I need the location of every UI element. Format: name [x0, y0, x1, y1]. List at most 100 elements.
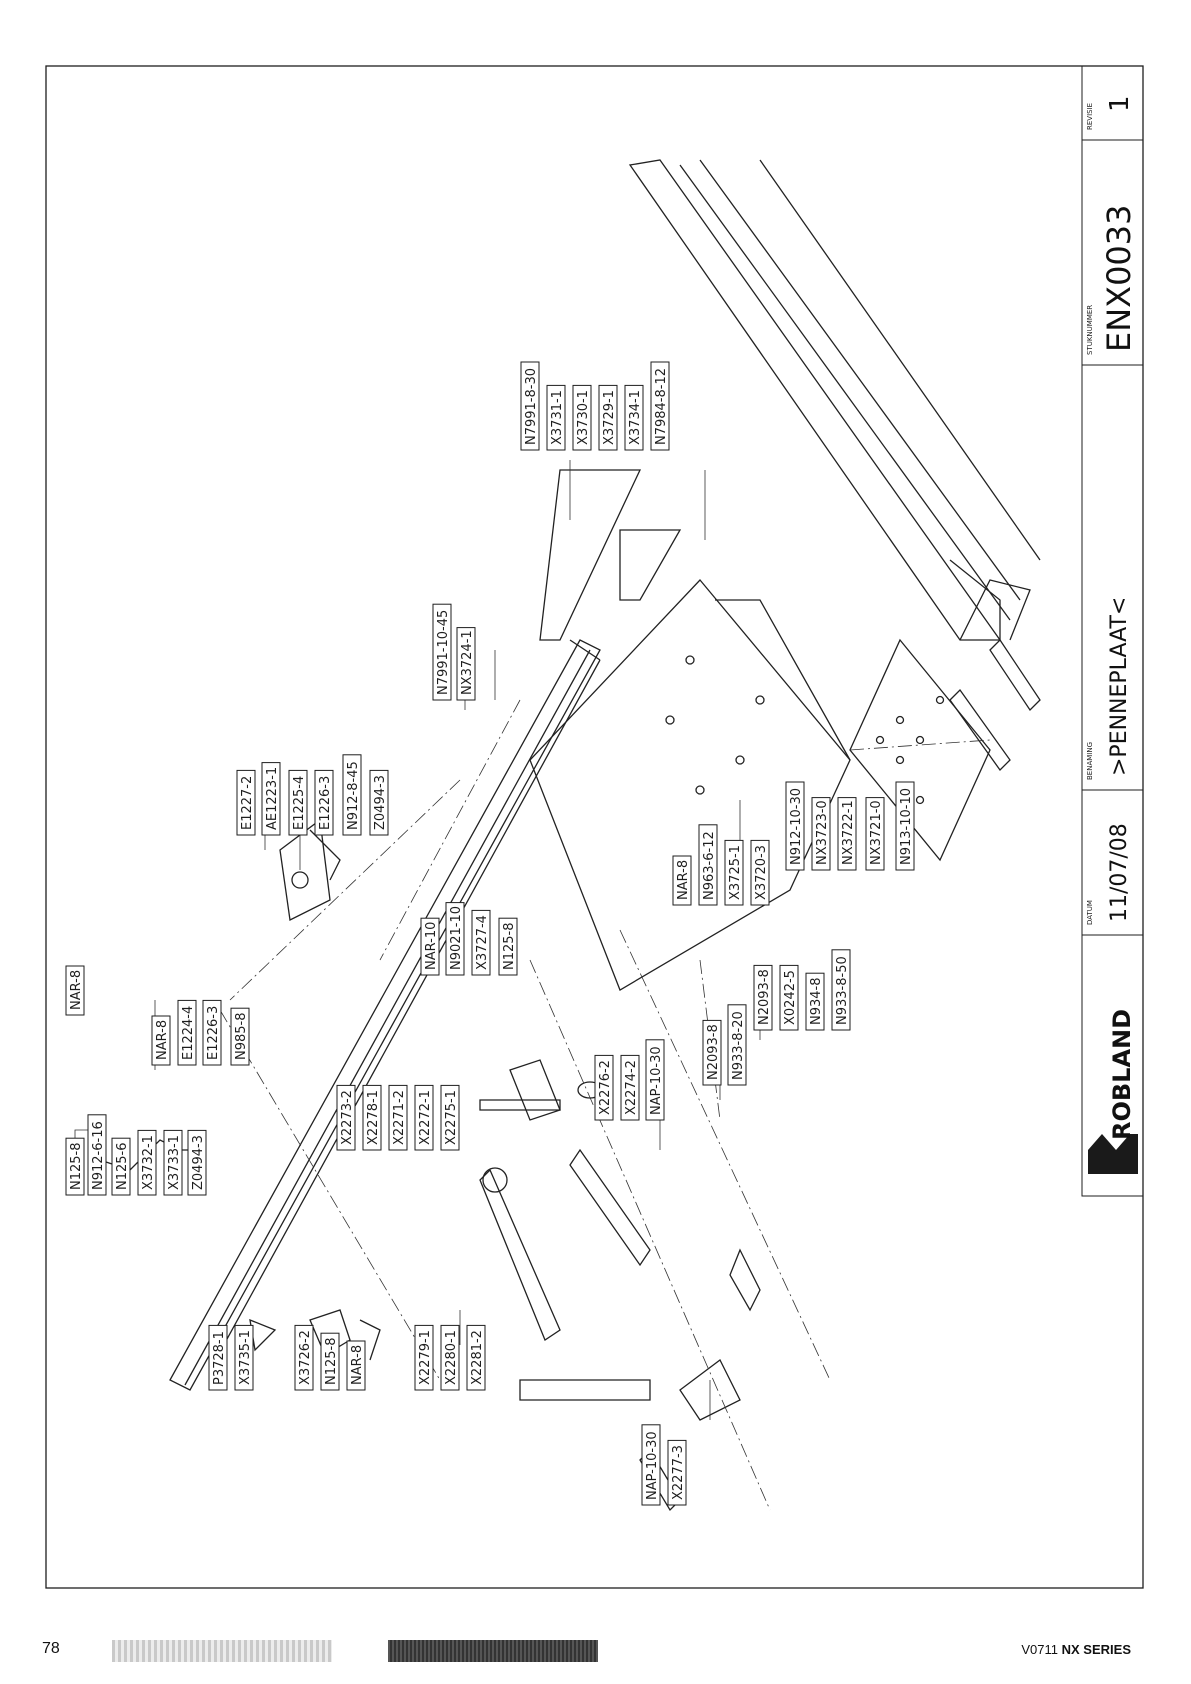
- svg-text:N125-8: N125-8: [69, 1143, 84, 1191]
- svg-text:X2272-1: X2272-1: [418, 1090, 433, 1145]
- svg-text:NAP-10-30: NAP-10-30: [649, 1046, 664, 1115]
- svg-text:AE1223-1: AE1223-1: [265, 767, 280, 830]
- part-label-17: N7991-10-45: [432, 603, 452, 701]
- svg-text:N913-10-10: N913-10-10: [899, 788, 914, 865]
- svg-text:NAR-10: NAR-10: [424, 922, 439, 970]
- svg-text:X3725-1: X3725-1: [728, 845, 743, 900]
- part-label-35: NX3722-1: [837, 797, 857, 871]
- svg-text:P3728-1: P3728-1: [212, 1331, 227, 1385]
- svg-text:X3729-1: X3729-1: [602, 390, 617, 445]
- page-number: 78: [42, 1640, 60, 1657]
- svg-text:N2093-8: N2093-8: [757, 969, 772, 1025]
- part-label-58: X2280-1: [440, 1324, 460, 1391]
- part-label-13: E1225-4: [288, 769, 308, 836]
- part-label-47: X2272-1: [414, 1084, 434, 1151]
- svg-text:X3734-1: X3734-1: [628, 390, 643, 445]
- svg-text:X3730-1: X3730-1: [576, 390, 591, 445]
- part-label-37: N913-10-10: [895, 781, 915, 871]
- exploded-parts-diagram: REVISIE 1 STUKNUMMER ENX0033 BENAMING >P…: [45, 65, 1144, 1589]
- part-label-51: NAP-10-30: [645, 1039, 665, 1121]
- long-extrusion: [169, 639, 601, 1391]
- part-label-50: X2274-2: [620, 1054, 640, 1121]
- part-label-0: NAR-8: [65, 965, 85, 1016]
- part-label-32: X3720-3: [750, 839, 770, 906]
- centerline-2: [379, 699, 521, 961]
- part-label-19: N7991-8-30: [520, 361, 540, 451]
- page-footer: 78 V0711 NX SERIES: [0, 1640, 1191, 1680]
- part-label-16: Z0494-3: [369, 769, 389, 836]
- svg-text:X3732-1: X3732-1: [141, 1135, 156, 1190]
- part-label-33: N912-10-30: [785, 781, 805, 871]
- svg-text:NAR-8: NAR-8: [155, 1020, 170, 1060]
- part-label-14: E1226-3: [314, 769, 334, 836]
- part-label-40: N2093-8: [753, 964, 773, 1031]
- svg-text:N7991-10-45: N7991-10-45: [436, 610, 451, 695]
- side-bars: [949, 638, 1041, 772]
- revision-label: REVISIE: [1086, 103, 1094, 130]
- rail-profile: [628, 159, 1041, 641]
- part-label-49: X2276-2: [594, 1054, 614, 1121]
- svg-text:X3735-1: X3735-1: [238, 1330, 253, 1385]
- svg-text:NAP-10-30: NAP-10-30: [645, 1431, 660, 1500]
- svg-text:X3726-2: X3726-2: [298, 1330, 313, 1385]
- svg-text:X2276-2: X2276-2: [598, 1060, 613, 1115]
- svg-text:N985-8: N985-8: [234, 1013, 249, 1061]
- svg-text:NAR-8: NAR-8: [676, 860, 691, 900]
- part-label-48: X2275-1: [440, 1084, 460, 1151]
- part-label-2: N912-6-16: [87, 1114, 107, 1196]
- part-label-46: X2271-2: [388, 1084, 408, 1151]
- svg-text:X3733-1: X3733-1: [167, 1135, 182, 1190]
- svg-text:X3731-1: X3731-1: [550, 390, 565, 445]
- centerline-1: [229, 779, 461, 1001]
- svg-text:NX3723-0: NX3723-0: [815, 800, 830, 865]
- part-label-7: NAR-8: [151, 1015, 171, 1066]
- part-label-54: X3726-2: [294, 1324, 314, 1391]
- part-label-25: NAR-10: [420, 917, 440, 976]
- part-label-4: X3732-1: [137, 1129, 157, 1196]
- holder-block: [539, 469, 682, 641]
- revision-value: 1: [1105, 95, 1135, 112]
- svg-text:E1225-4: E1225-4: [292, 776, 307, 830]
- svg-text:X0242-5: X0242-5: [783, 970, 798, 1025]
- part-label-10: N985-8: [230, 1007, 250, 1066]
- date-label: DATUM: [1086, 900, 1094, 925]
- drawing-date: 11/07/08: [1107, 823, 1132, 922]
- centerline-4: [529, 959, 771, 1511]
- main-plate: [529, 579, 851, 991]
- part-label-44: X2273-2: [336, 1084, 356, 1151]
- part-label-39: N933-8-20: [727, 1004, 747, 1086]
- svg-text:X2278-1: X2278-1: [366, 1090, 381, 1145]
- part-label-23: X3734-1: [624, 384, 644, 451]
- part-label-12: AE1223-1: [261, 762, 281, 836]
- part-label-59: X2281-2: [466, 1324, 486, 1391]
- name-label: BENAMING: [1086, 742, 1094, 780]
- part-label-45: X2278-1: [362, 1084, 382, 1151]
- svg-text:N125-8: N125-8: [502, 923, 517, 971]
- svg-text:N934-8: N934-8: [809, 978, 824, 1026]
- part-label-41: X0242-5: [779, 964, 799, 1031]
- centerline-7: [219, 1009, 441, 1381]
- part-label-21: X3730-1: [572, 384, 592, 451]
- part-label-53: X3735-1: [234, 1324, 254, 1391]
- part-label-20: X3731-1: [546, 384, 566, 451]
- svg-text:X3720-3: X3720-3: [754, 845, 769, 900]
- svg-text:N912-8-45: N912-8-45: [346, 761, 361, 830]
- centerline-3: [619, 929, 831, 1381]
- svg-text:Z0494-3: Z0494-3: [191, 1135, 206, 1190]
- svg-text:X3727-4: X3727-4: [475, 915, 490, 970]
- title-block: REVISIE 1 STUKNUMMER ENX0033 BENAMING >P…: [1081, 65, 1144, 1197]
- svg-text:N2093-8: N2093-8: [706, 1024, 721, 1080]
- part-label-15: N912-8-45: [342, 754, 362, 836]
- svg-text:ROBLAND: ROBLAND: [1108, 1009, 1136, 1140]
- svg-text:N7984-8-12: N7984-8-12: [654, 368, 669, 445]
- part-label-24: N7984-8-12: [650, 361, 670, 451]
- part-label-26: N9021-10: [445, 902, 465, 976]
- drawing-name: >PENNEPLAAT<: [1107, 597, 1132, 776]
- part-label-3: N125-6: [111, 1137, 131, 1196]
- part-label-55: N125-8: [320, 1332, 340, 1391]
- svg-text:E1226-3: E1226-3: [318, 776, 333, 830]
- robland-logo: ROBLAND: [1088, 1009, 1138, 1174]
- part-label-36: NX3721-0: [865, 797, 885, 871]
- part-label-9: E1226-3: [202, 999, 222, 1066]
- svg-text:X2275-1: X2275-1: [444, 1090, 459, 1145]
